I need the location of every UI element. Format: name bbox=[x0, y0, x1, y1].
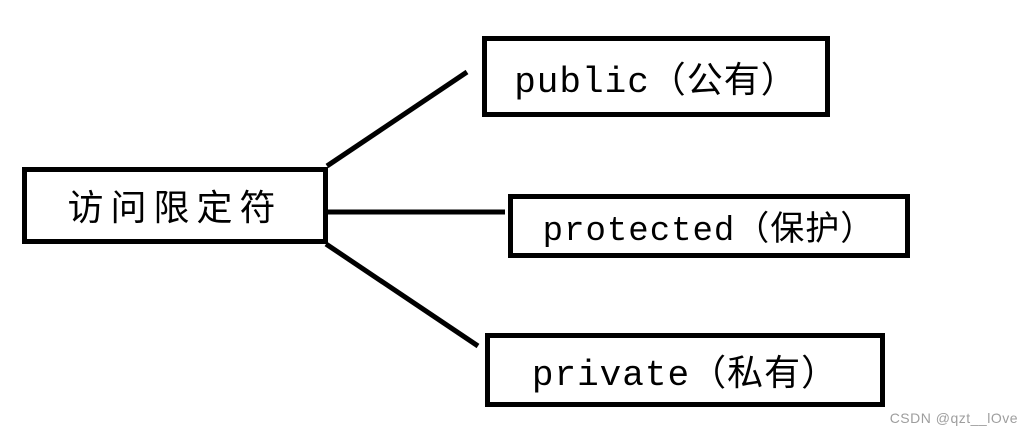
node-access-specifier-label: 访问限定符 bbox=[67, 190, 283, 231]
node-protected-label: protected（保护） bbox=[542, 213, 876, 251]
node-private-label: private（私有） bbox=[531, 355, 839, 396]
clipped-text-fragments: 访问限定符 bbox=[27, 233, 323, 239]
node-public: public（公有） bbox=[482, 36, 830, 117]
csdn-watermark: CSDN @qzt__lOve bbox=[889, 410, 1018, 426]
node-access-specifier: 访问限定符 访问限定符 bbox=[22, 167, 328, 244]
connector-root-to-private bbox=[324, 241, 480, 349]
node-protected: protected（保护） bbox=[508, 194, 910, 258]
connector-root-to-public bbox=[325, 69, 469, 169]
node-public-label: public（公有） bbox=[514, 61, 798, 103]
node-private: private（私有） bbox=[485, 333, 885, 407]
